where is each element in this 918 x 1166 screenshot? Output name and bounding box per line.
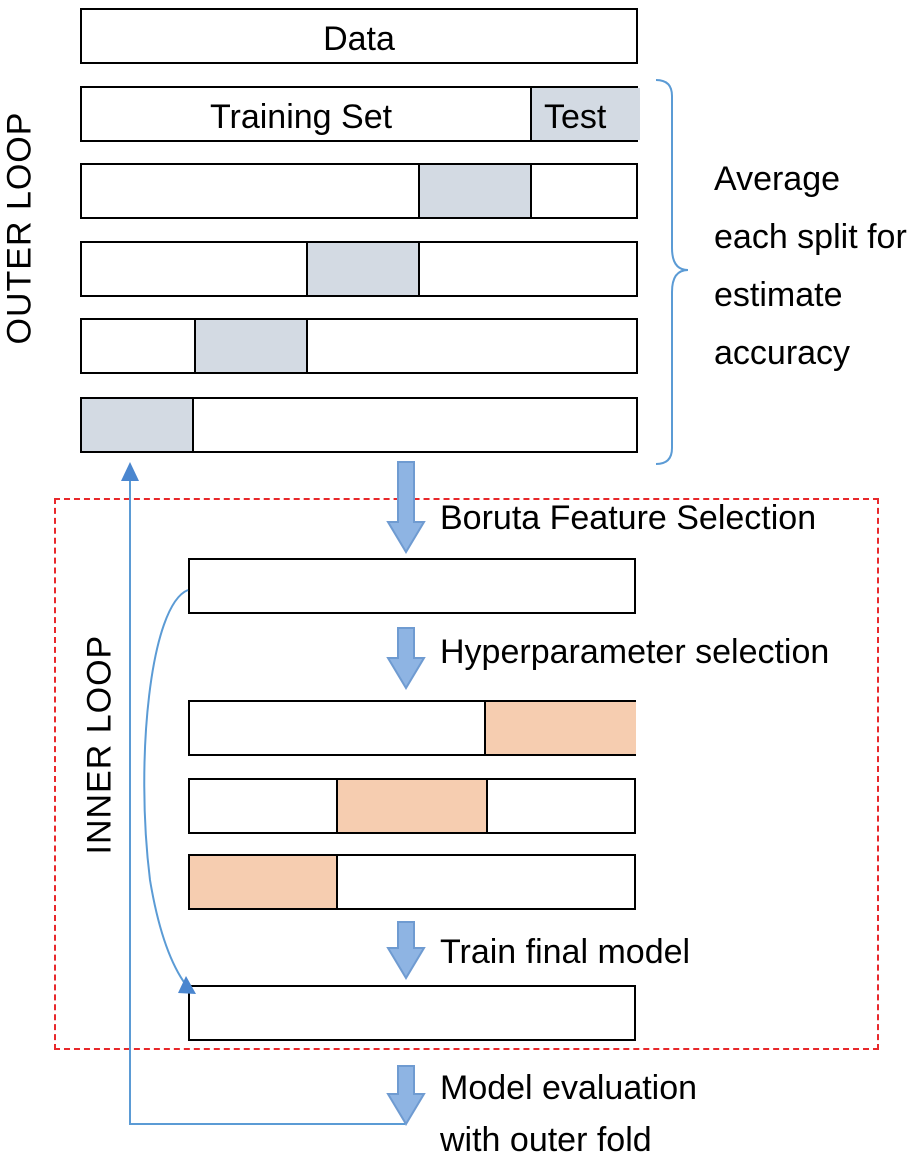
- final-model-box: [188, 985, 636, 1041]
- down-arrow-hyperparameter: [386, 627, 426, 690]
- validation-segment: [484, 702, 636, 754]
- test-segment: Test: [530, 88, 640, 140]
- curved-connector: [143, 589, 189, 986]
- selected-features-box: [188, 558, 636, 614]
- curved-connector-arrowhead: [178, 976, 196, 994]
- outer-fold-1: Training Set Test: [80, 86, 640, 142]
- down-arrow-train-final: [386, 921, 426, 980]
- inner-fold-2: [188, 778, 636, 834]
- feedback-line: [129, 478, 405, 1125]
- evaluation-label: Model evaluation with outer fold: [440, 1069, 698, 1159]
- test-label: Test: [544, 98, 607, 136]
- outer-fold-3: [80, 241, 638, 297]
- feedback-arrowhead: [121, 462, 139, 481]
- outer-fold-4: [80, 318, 638, 374]
- boruta-step-label: Boruta Feature Selection: [440, 499, 817, 537]
- down-arrow-boruta: [386, 461, 426, 554]
- brace-caption: Average each split for estimate accuracy: [714, 160, 907, 372]
- train-final-step-label: Train final model: [440, 933, 691, 971]
- inner-fold-3: [188, 854, 636, 910]
- data-label: Data: [323, 20, 395, 58]
- curly-brace: [655, 79, 689, 465]
- outer-fold-2: [80, 163, 638, 219]
- test-segment: [82, 399, 194, 451]
- validation-segment: [336, 780, 488, 832]
- validation-segment: [190, 856, 338, 908]
- data-box: Data: [80, 8, 638, 64]
- outer-fold-5: [80, 397, 638, 453]
- test-segment: [418, 165, 532, 217]
- test-segment: [194, 320, 308, 372]
- inner-loop-box: [54, 498, 879, 1050]
- down-arrow-evaluation: [386, 1065, 426, 1126]
- inner-fold-1: [188, 700, 636, 756]
- test-segment: [306, 243, 420, 295]
- training-set-label: Training Set: [210, 98, 393, 136]
- hyperparameter-step-label: Hyperparameter selection: [440, 633, 830, 671]
